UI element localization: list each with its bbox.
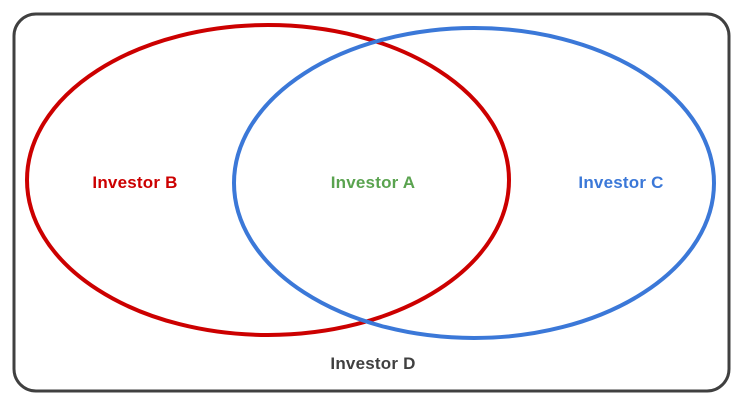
set-b-label: Investor B	[92, 173, 178, 192]
set-c-ellipse	[232, 26, 716, 340]
set-b-ellipse	[25, 23, 511, 337]
universe-rectangle	[12, 12, 731, 393]
set-c-label: Investor C	[578, 173, 664, 192]
intersection-a-label: Investor A	[330, 173, 416, 192]
universe-d-label: Investor D	[330, 354, 416, 373]
